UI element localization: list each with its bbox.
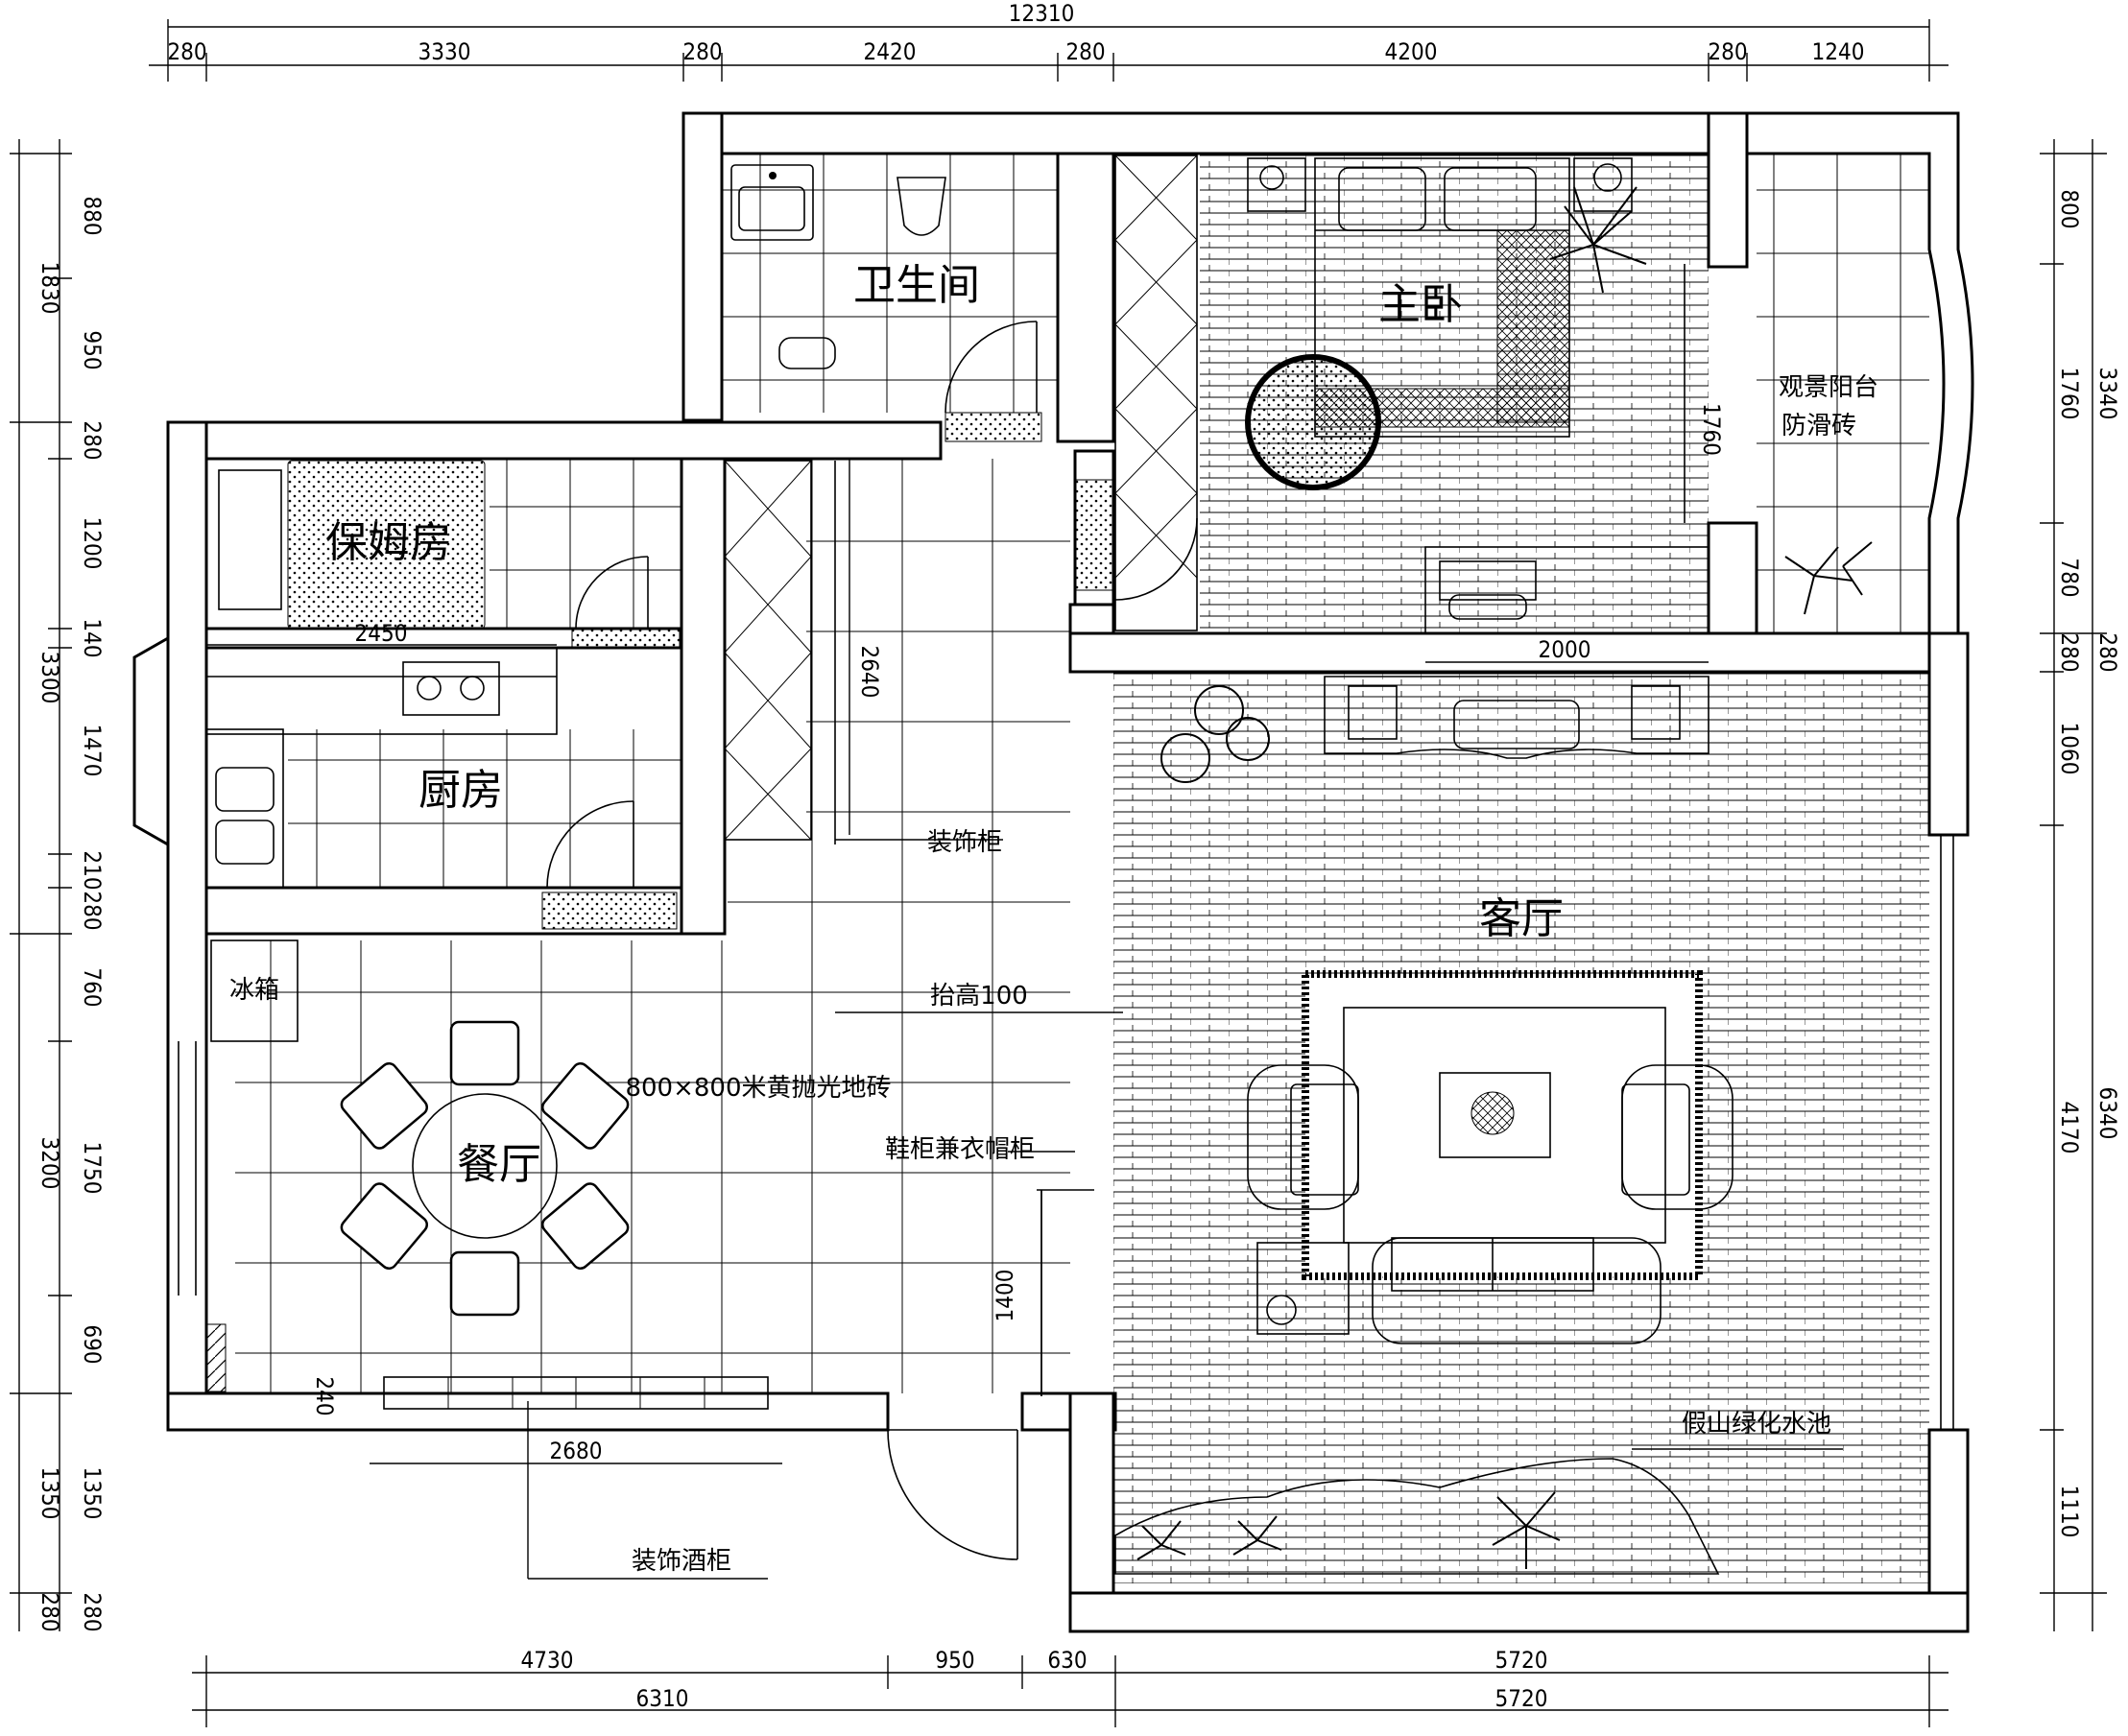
note-floor-tile: 800×800米黄抛光地砖 [625, 1074, 891, 1103]
dim-overall-top: 12310 [1009, 0, 1075, 27]
room-balcony-line1: 观景阳台 [1779, 373, 1878, 402]
walls [132, 111, 1974, 1633]
dim-tv-cabinet: 2000 [1539, 636, 1591, 663]
dim-left-inner-7: 210 [79, 850, 106, 890]
dim-right-outer-2: 6340 [2094, 1087, 2121, 1140]
dim-bottom-4: 5720 [1495, 1647, 1548, 1674]
room-kitchen: 厨房 [418, 766, 503, 815]
dim-left-inner-4: 1200 [79, 517, 106, 570]
kitchen-furniture [205, 644, 678, 930]
dim-bottom-6: 5720 [1495, 1685, 1548, 1712]
dim-top-6: 4200 [1385, 38, 1438, 65]
dim-bottom-2: 950 [935, 1647, 974, 1674]
dim-wine-cabinet: 2680 [550, 1438, 603, 1464]
bed-length-label: 1760 [1698, 403, 1725, 456]
dim-bottom-5: 6310 [636, 1685, 689, 1712]
note-raised: 抬高100 [930, 982, 1028, 1011]
dim-top-8: 1240 [1812, 38, 1865, 65]
dim-left-outer-5: 280 [36, 1592, 63, 1631]
room-bathroom: 卫生间 [853, 261, 980, 310]
decor-cabinet [724, 460, 836, 844]
dim-top-2: 3330 [418, 38, 471, 65]
balcony-plant-icon [1784, 541, 1873, 615]
note-shoe-cabinet: 鞋柜兼衣帽柜 [885, 1135, 1035, 1164]
wine-cabinet [383, 1376, 769, 1410]
dining-table [340, 1020, 630, 1317]
dim-bottom-1: 4730 [521, 1647, 574, 1674]
dim-kitchen-counter: 2450 [355, 620, 408, 647]
dimension-lines [10, 19, 2107, 1727]
room-dining: 餐厅 [457, 1140, 541, 1189]
dim-right-inner-4: 280 [2056, 632, 2083, 672]
dim-left-inner-10: 1750 [79, 1142, 106, 1195]
rockery-pond [1114, 1458, 1720, 1575]
dim-right-inner-5: 280 [2094, 632, 2121, 672]
dim-right-inner-3: 780 [2056, 558, 2083, 597]
dim-top-7: 280 [1708, 38, 1747, 65]
dim-left-inner-12: 1350 [79, 1467, 106, 1520]
bathroom-fixtures [730, 164, 1042, 442]
dim-right-inner-1: 800 [2056, 189, 2083, 228]
dim-top-5: 280 [1065, 38, 1105, 65]
dim-left-outer-4: 1350 [36, 1467, 63, 1520]
note-wine-cabinet: 装饰酒柜 [632, 1547, 731, 1576]
dim-left-inner-6: 1470 [79, 725, 106, 777]
dim-right-inner-2: 1760 [2056, 368, 2083, 420]
dim-left-inner-8: 280 [79, 891, 106, 930]
dim-wall-thickness: 240 [311, 1376, 338, 1415]
bedroom-furniture: 1760 [1074, 155, 1725, 634]
dim-top-1: 280 [167, 38, 206, 65]
dim-left-inner-5: 140 [79, 618, 106, 657]
entry-door [887, 1429, 1018, 1560]
dim-left-inner-11: 690 [79, 1324, 106, 1364]
dim-left-inner-9: 760 [79, 967, 106, 1007]
dim-left-outer-3: 3200 [36, 1137, 63, 1190]
room-balcony-line2: 防滑砖 [1781, 412, 1856, 440]
dim-corridor: 2640 [856, 646, 883, 699]
dim-top-3: 280 [682, 38, 722, 65]
note-decor-cabinet: 装饰柜 [927, 828, 1002, 857]
note-rockery-pond: 假山绿化水池 [1682, 1410, 1831, 1439]
dim-left-outer-1: 1830 [36, 262, 63, 315]
living-room-furniture [1160, 676, 1733, 1344]
fridge [210, 939, 299, 1042]
room-nanny: 保姆房 [325, 518, 452, 567]
room-master-bedroom: 主卧 [1378, 280, 1463, 329]
fridge-label: 冰箱 [229, 976, 279, 1005]
nanny-room-furniture [218, 460, 681, 650]
dim-left-inner-3: 280 [79, 420, 106, 460]
room-living: 客厅 [1479, 894, 1564, 943]
dim-left-inner-2: 950 [79, 330, 106, 369]
balcony-floor [1757, 154, 1929, 633]
bathroom-floor [722, 154, 1058, 413]
dim-shoe-cabinet: 1400 [992, 1270, 1018, 1322]
dim-right-inner-7: 4170 [2056, 1102, 2083, 1154]
nanny-floor [490, 457, 681, 630]
dim-bottom-3: 630 [1047, 1647, 1087, 1674]
dim-right-inner-8: 1110 [2056, 1486, 2083, 1538]
dim-top-4: 2420 [864, 38, 917, 65]
kitchen-floor [288, 729, 681, 888]
dim-left-inner-1: 880 [79, 196, 106, 235]
dim-right-outer-1: 3340 [2094, 368, 2121, 420]
dim-left-inner-13: 280 [79, 1592, 106, 1631]
dim-right-inner-6: 1060 [2056, 723, 2083, 775]
dim-left-outer-2: 3300 [36, 652, 63, 704]
